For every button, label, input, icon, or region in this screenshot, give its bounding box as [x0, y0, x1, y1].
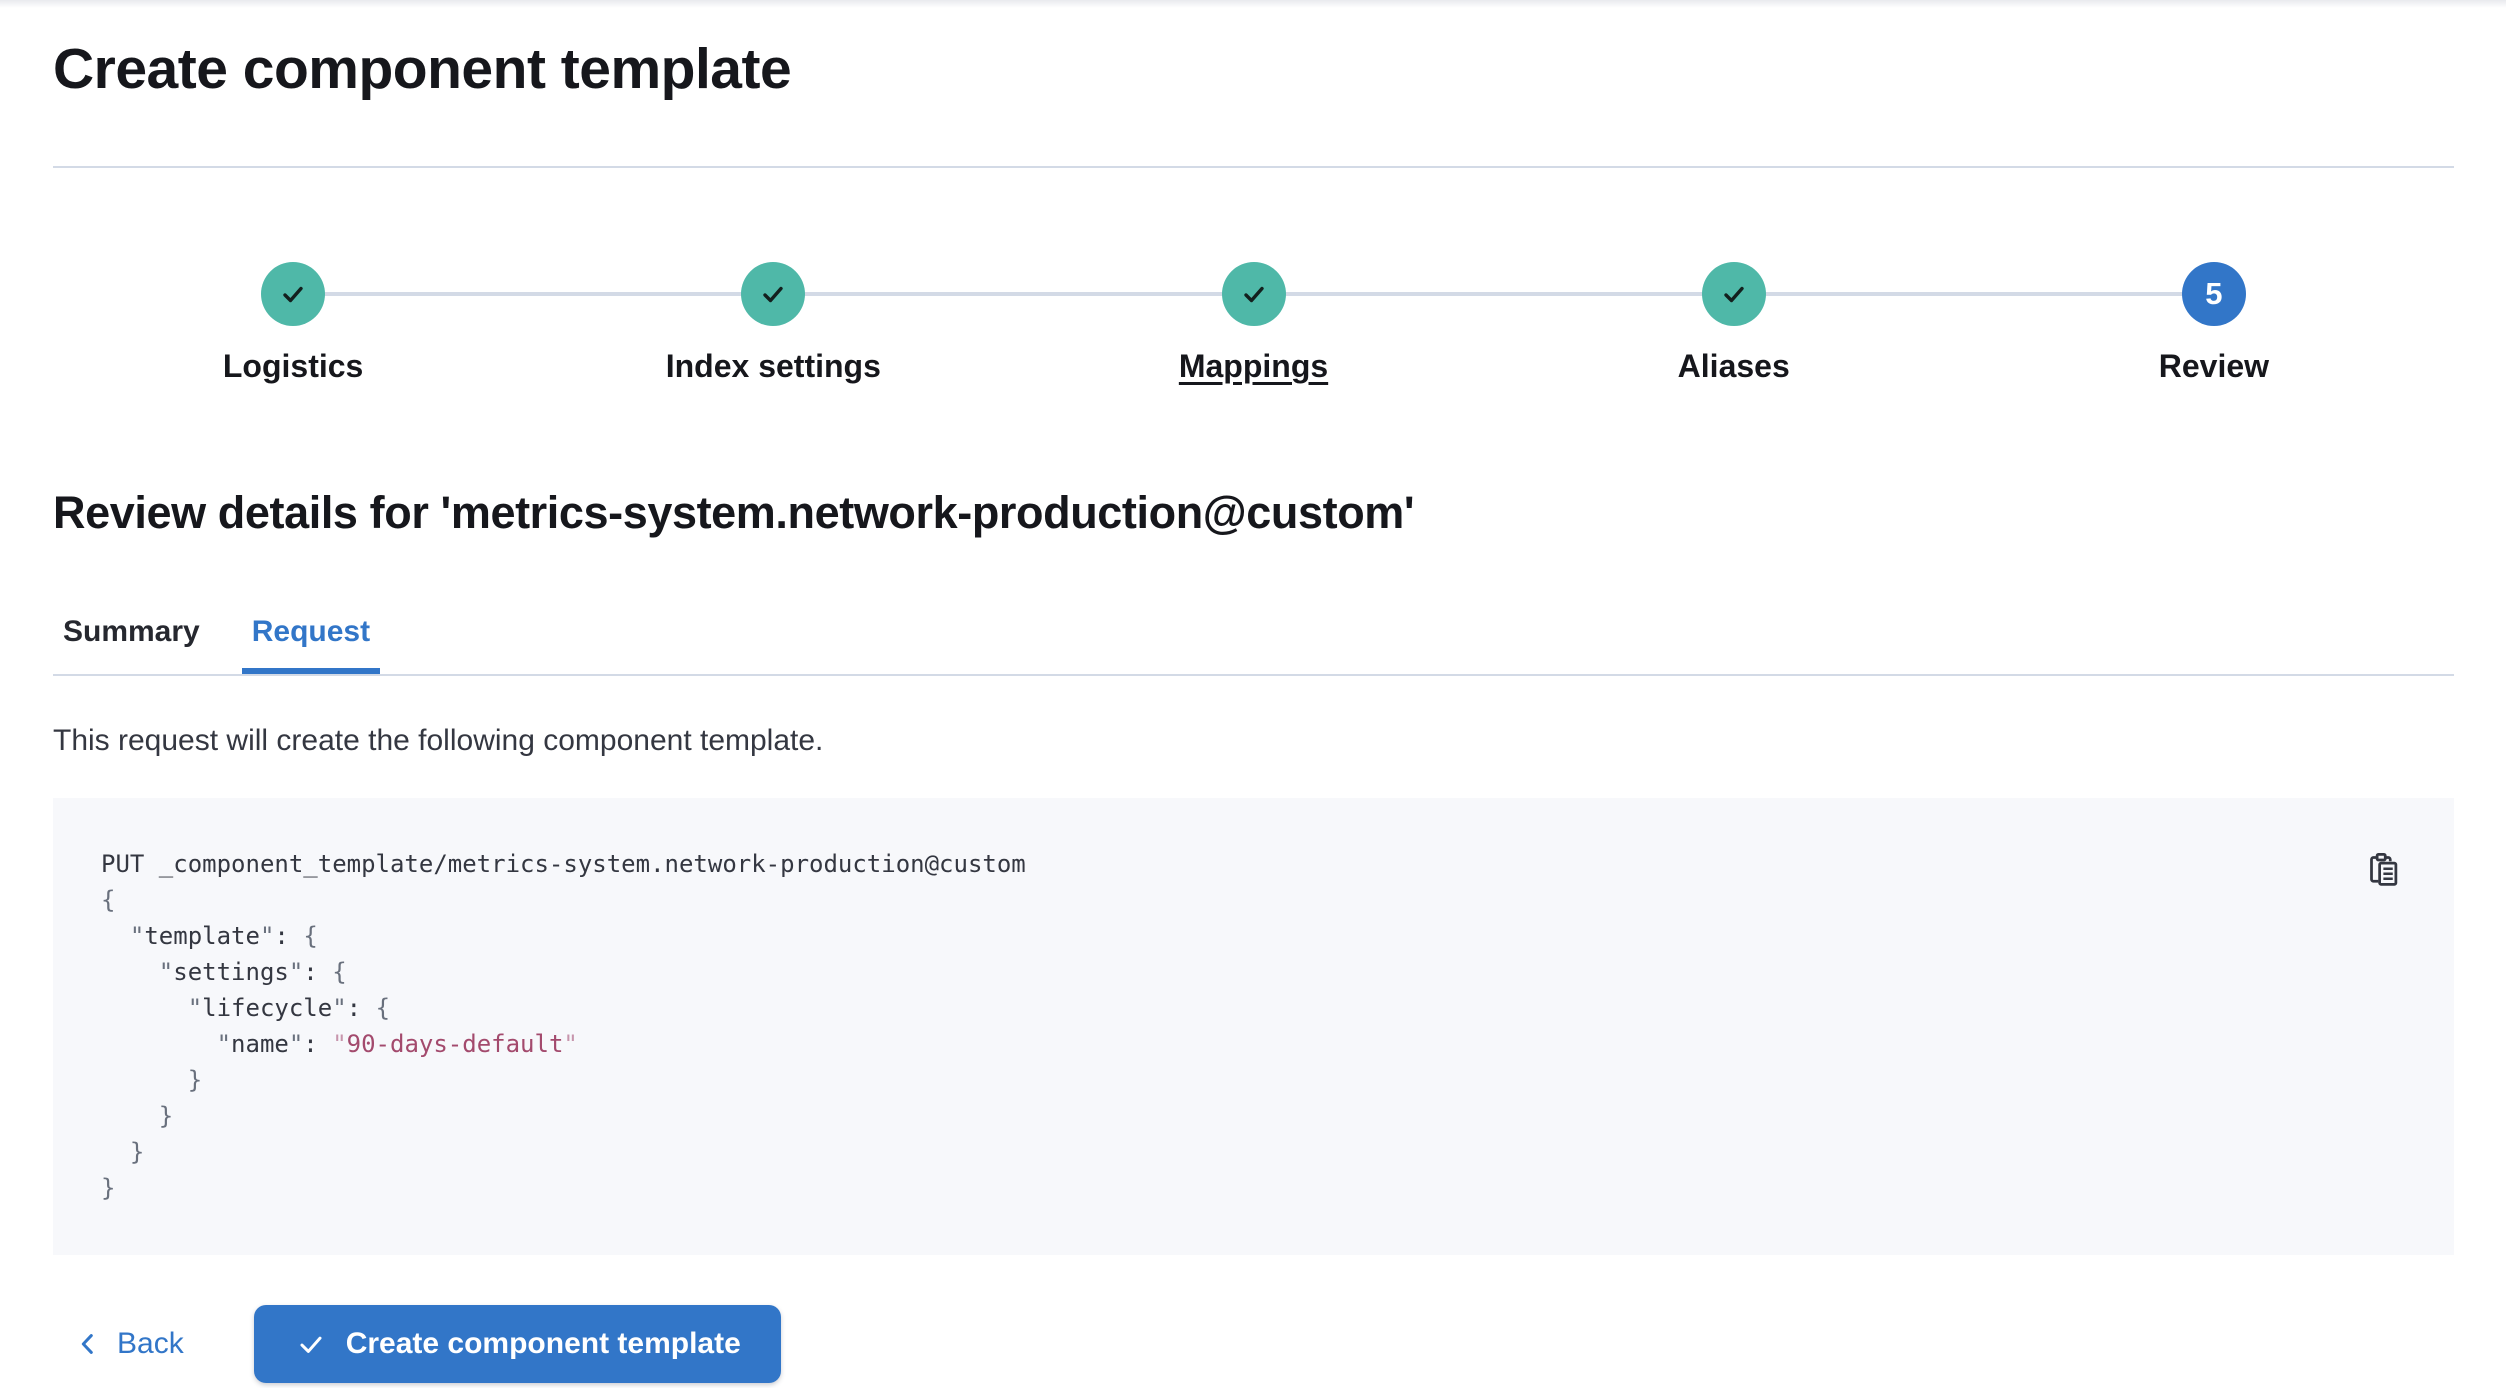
step-complete-circle [1221, 262, 1286, 326]
back-button-label: Back [117, 1327, 184, 1360]
wizard-footer: Back Create component template [53, 1305, 2454, 1383]
copy-button[interactable] [2364, 850, 2404, 890]
header-divider [53, 166, 2454, 168]
step-complete-circle [261, 262, 326, 326]
request-code: PUT _component_template/metrics-system.n… [101, 850, 1026, 1202]
chevron-left-icon [81, 1334, 93, 1354]
step-number: 5 [2205, 276, 2223, 311]
back-button[interactable]: Back [57, 1319, 200, 1369]
check-icon [1724, 286, 1744, 303]
step-mappings[interactable]: Mappings [1013, 262, 1493, 390]
step-label: Review [2158, 348, 2270, 384]
step-label: Index settings [665, 348, 881, 384]
copy-clipboard-icon [2370, 853, 2398, 886]
review-heading: Review details for 'metrics-system.netwo… [53, 487, 1415, 538]
check-icon [763, 286, 783, 303]
step-label: Aliases [1677, 348, 1790, 384]
tab-request[interactable]: Request [242, 614, 380, 674]
request-description: This request will create the following c… [53, 724, 824, 757]
tab-summary[interactable]: Summary [53, 614, 210, 674]
check-icon [283, 286, 303, 303]
check-icon [300, 1336, 322, 1353]
step-label: Logistics [222, 348, 364, 384]
page-title: Create component template [53, 37, 792, 101]
request-code-block: PUT _component_template/metrics-system.n… [53, 798, 2454, 1255]
step-current-circle: 5 [2181, 262, 2246, 326]
step-complete-circle [1701, 262, 1766, 326]
check-icon [1243, 286, 1264, 303]
top-scroll-shadow [0, 0, 2506, 8]
create-component-template-button-label: Create component template [345, 1327, 741, 1360]
create-component-template-button[interactable]: Create component template [253, 1305, 781, 1383]
step-logistics[interactable]: Logistics [53, 262, 533, 390]
step-index-settings[interactable]: Index settings [533, 262, 1013, 390]
tab-bar: Summary Request [53, 614, 2454, 676]
step-complete-circle [741, 262, 806, 326]
step-aliases[interactable]: Aliases [1494, 262, 1974, 390]
step-label: Mappings [1178, 348, 1329, 384]
